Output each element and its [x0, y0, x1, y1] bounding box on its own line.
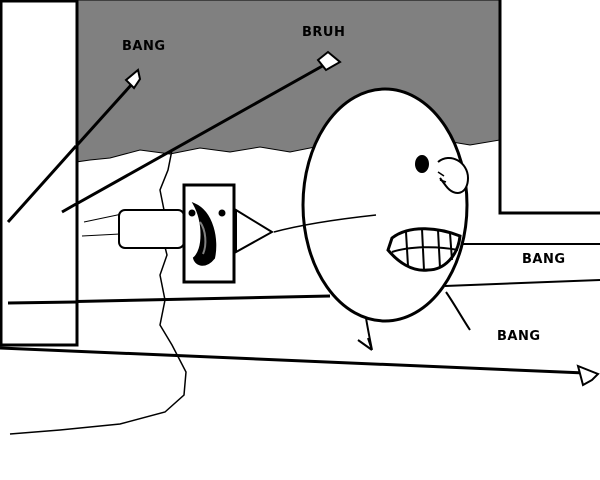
bullet-trail-bruh [61, 62, 327, 214]
egg-leg-right [445, 291, 471, 331]
car-body-line-top [83, 213, 123, 223]
bullet-trail-bottom [0, 346, 586, 375]
egg-character-body [301, 87, 469, 323]
left-pillar [0, 0, 79, 347]
egg-nose [437, 157, 470, 194]
arrowhead-bang-icon [124, 68, 142, 90]
car-face-eye-right [218, 209, 226, 217]
horizon-line-lower [444, 279, 600, 287]
car-face-eye-left [188, 209, 196, 217]
arrowhead-bruh-icon [316, 50, 342, 72]
egg-leg-left [357, 317, 373, 351]
wavy-road-line [9, 149, 187, 435]
bullet-trail-bruh-overlap [61, 202, 77, 214]
bang-label-bottom: BANG [497, 329, 541, 344]
egg-nose-tick [437, 171, 447, 183]
bullet-trail-bang-overlap [6, 144, 78, 224]
egg-arm [273, 214, 377, 233]
car-face-mouth-highlight [199, 221, 207, 255]
arrowhead-bottom-icon [576, 364, 600, 387]
car-hood-ornament [235, 208, 274, 254]
car-body-line-mid [81, 233, 121, 237]
car-headlight [118, 209, 185, 249]
bruh-label: BRUH [302, 25, 346, 40]
bang-label-top: BANG [122, 39, 166, 54]
ground-line-overlap [7, 300, 77, 305]
egg-teeth [391, 228, 459, 271]
bang-label-right: BANG [522, 252, 566, 267]
egg-eye [415, 155, 429, 173]
right-building-frame [498, 0, 600, 215]
